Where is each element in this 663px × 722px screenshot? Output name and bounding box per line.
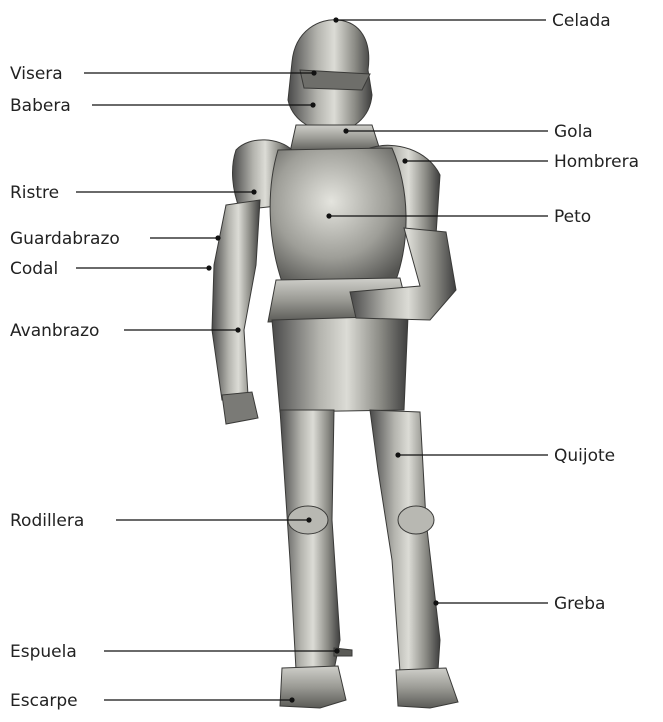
label-babera: Babera	[10, 96, 71, 116]
left-leg-shape	[280, 410, 340, 670]
right-knee-shape	[398, 506, 434, 534]
armor-figure	[212, 20, 458, 708]
dot-rodillera	[306, 517, 311, 522]
label-ristre: Ristre	[10, 183, 59, 203]
dot-celada	[333, 17, 338, 22]
label-avanbrazo: Avanbrazo	[10, 321, 99, 341]
left-hand-shape	[222, 392, 258, 424]
label-codal: Codal	[10, 259, 58, 279]
label-quijote: Quijote	[554, 446, 615, 466]
label-guardabrazo: Guardabrazo	[10, 229, 120, 249]
label-hombrera: Hombrera	[554, 152, 639, 172]
dot-guardabrazo	[215, 235, 220, 240]
dot-ristre	[251, 189, 256, 194]
label-celada: Celada	[552, 11, 611, 31]
label-gola: Gola	[554, 122, 593, 142]
label-escarpe: Escarpe	[10, 691, 78, 711]
dot-escarpe	[289, 697, 294, 702]
label-rodillera: Rodillera	[10, 511, 84, 531]
dot-greba	[433, 600, 438, 605]
right-leg-shape	[370, 410, 440, 672]
dot-codal	[206, 265, 211, 270]
dot-avanbrazo	[235, 327, 240, 332]
left-foot-shape	[280, 666, 346, 708]
dot-babera	[310, 102, 315, 107]
right-foot-shape	[396, 668, 458, 708]
dot-peto	[326, 213, 331, 218]
dot-quijote	[395, 452, 400, 457]
label-peto: Peto	[554, 207, 591, 227]
breastplate-shape	[270, 148, 406, 282]
left-arm-shape	[212, 200, 260, 400]
dot-visera	[311, 70, 316, 75]
dot-espuela	[334, 648, 339, 653]
dot-hombrera	[402, 158, 407, 163]
label-greba: Greba	[554, 594, 605, 614]
tasset-shape	[272, 316, 408, 412]
label-visera: Visera	[10, 64, 63, 84]
label-espuela: Espuela	[10, 642, 77, 662]
dot-gola	[343, 128, 348, 133]
